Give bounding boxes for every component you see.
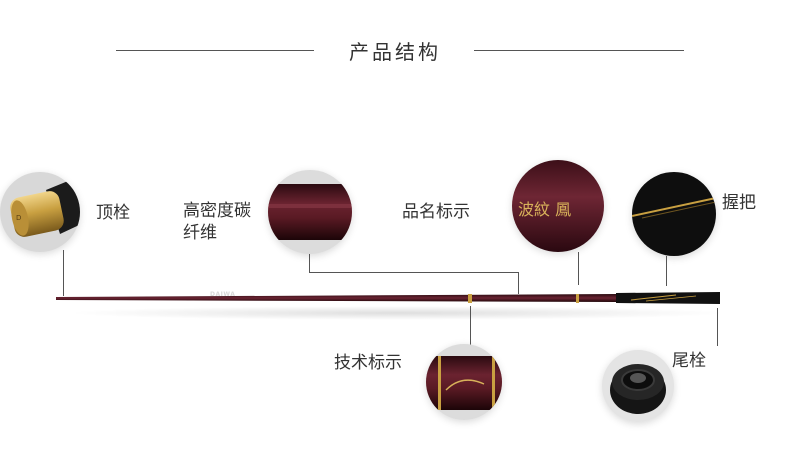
pointer-carbon-drop xyxy=(309,254,310,272)
label-carbon-line2: 纤维 xyxy=(183,223,217,243)
pointer-grip xyxy=(666,256,667,286)
label-carbon-line1: 高密度碳 xyxy=(183,201,251,221)
grip-closeup xyxy=(632,172,716,256)
top-cap-closeup: D xyxy=(0,172,80,252)
title-line-left xyxy=(116,50,314,51)
title-line-right xyxy=(474,50,684,51)
label-product-name: 品名标示 xyxy=(402,202,470,222)
pointer-carbon-rise xyxy=(518,272,519,294)
carbon-fiber-closeup xyxy=(268,170,352,254)
label-tech-mark: 技术标示 xyxy=(334,353,402,373)
pointer-carbon-horizontal xyxy=(309,272,519,273)
butt-cap-closeup xyxy=(602,350,674,422)
section-title: 产品结构 xyxy=(349,40,441,64)
pointer-product-name xyxy=(578,252,579,285)
label-butt-cap: 尾栓 xyxy=(672,351,706,371)
tech-mark-closeup xyxy=(426,344,502,420)
rod-shadow xyxy=(66,306,730,320)
svg-text:D: D xyxy=(16,214,21,222)
pointer-butt-cap xyxy=(717,308,718,346)
rod-brand-mark: DAIWA xyxy=(210,291,236,298)
product-name-text: 波紋 鳳 xyxy=(518,200,572,219)
label-top-cap: 顶栓 xyxy=(96,203,130,223)
pointer-top-cap xyxy=(63,250,64,296)
label-grip: 握把 xyxy=(722,193,756,213)
fishing-rod xyxy=(56,292,720,304)
product-name-closeup: 波紋 鳳 xyxy=(512,160,604,252)
pointer-tech-mark xyxy=(470,306,471,348)
